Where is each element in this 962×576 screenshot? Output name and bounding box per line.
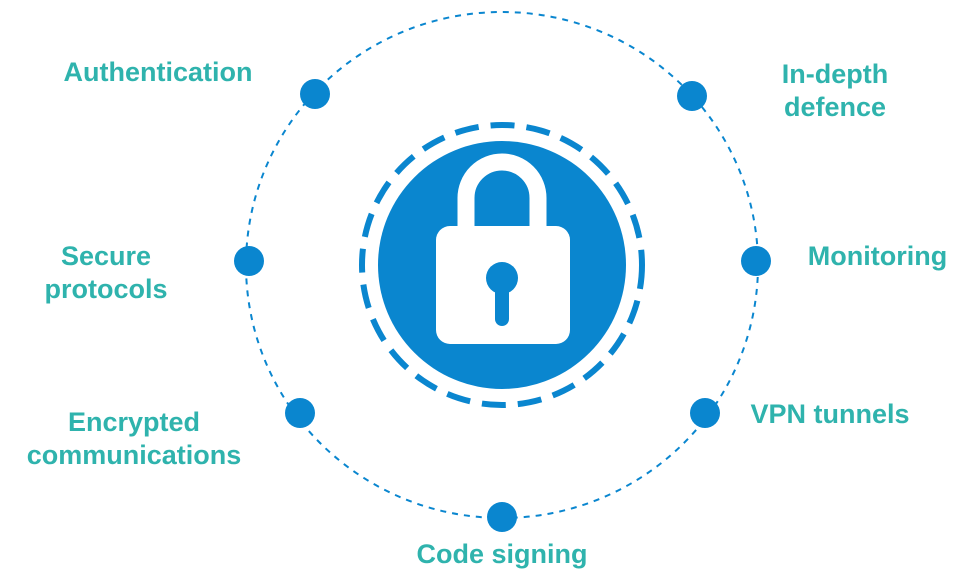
inner-dashed-ring [359, 122, 645, 408]
label-encrypted-communications: Encrypted communications [26, 407, 242, 470]
label-vpn-tunnels: VPN tunnels [750, 399, 910, 429]
node-dot-secure-protocols [234, 246, 264, 276]
label-code-signing: Code signing [416, 539, 588, 569]
node-dot-code-signing [487, 502, 517, 532]
label-secure-protocols: Secure protocols [44, 241, 168, 304]
node-dots [234, 79, 771, 532]
node-dot-in-depth-defence [677, 81, 707, 111]
label-monitoring: Monitoring [807, 241, 948, 271]
padlock-icon [436, 153, 570, 344]
label-authentication: Authentication [63, 57, 253, 87]
node-dot-monitoring [741, 246, 771, 276]
label-in-depth-defence: In-depth defence [781, 59, 889, 122]
node-dot-encrypted-communications [285, 398, 315, 428]
node-dot-authentication [300, 79, 330, 109]
node-dot-vpn-tunnels [690, 398, 720, 428]
